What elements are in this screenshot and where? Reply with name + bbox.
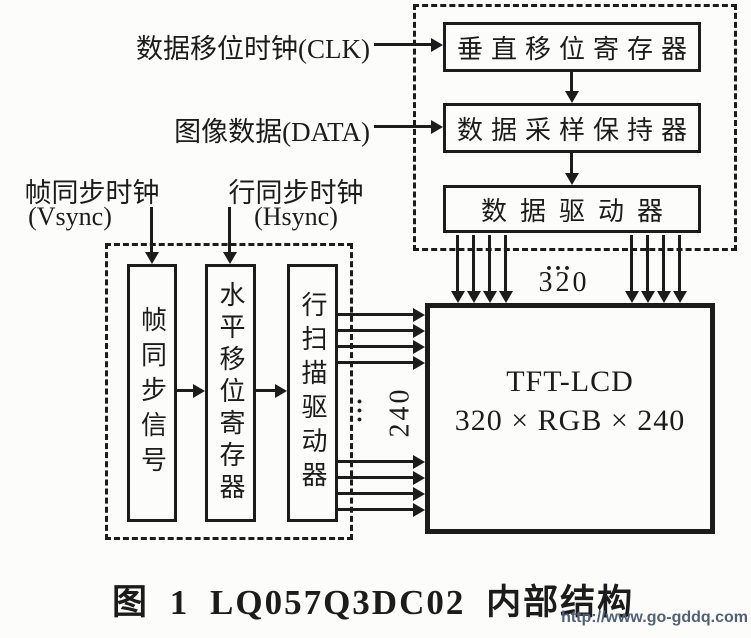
row-scan-driver-box: 行扫描驱动器 bbox=[287, 264, 338, 522]
data-input-label: 图像数据(DATA) bbox=[174, 117, 370, 147]
column-line-arrow bbox=[662, 235, 665, 291]
clk-input-label: 数据移位时钟(CLK) bbox=[136, 34, 370, 64]
row-line-arrow bbox=[338, 460, 413, 463]
column-line-arrow bbox=[472, 235, 475, 291]
vsync-arrow bbox=[150, 207, 153, 252]
frame-to-shift-arrow bbox=[177, 389, 193, 392]
vsync-label: 帧同步时钟 bbox=[24, 178, 160, 208]
vsync-sub-label: (Vsync) bbox=[28, 202, 112, 231]
figure-caption: 图 1 LQ057Q3DC02 内部结构 bbox=[112, 583, 635, 622]
column-line-arrow bbox=[678, 235, 681, 291]
column-line-arrow bbox=[456, 235, 459, 291]
hsync-arrow bbox=[228, 207, 231, 252]
tft-lcd-panel: TFT-LCD 320 × RGB × 240 bbox=[425, 303, 715, 534]
clk-arrow bbox=[374, 43, 431, 46]
data-driver-box: 数据驱动器 bbox=[443, 185, 701, 233]
row-line-arrow bbox=[338, 313, 413, 316]
tft-lcd-title: TFT-LCD bbox=[506, 364, 634, 398]
sample-hold-box: 数据采样保持器 bbox=[443, 103, 701, 153]
row-line-arrow bbox=[338, 345, 413, 348]
column-line-arrow bbox=[488, 235, 491, 291]
row-line-arrow bbox=[338, 476, 413, 479]
row-line-arrow bbox=[338, 361, 413, 364]
vertical-shift-register-box: 垂直移位寄存器 bbox=[443, 22, 701, 72]
hsync-label: 行同步时钟 bbox=[228, 178, 364, 208]
data-arrow bbox=[374, 125, 431, 128]
watermark-url: http://www.go-gddq.com bbox=[561, 609, 748, 626]
row-count-label: 240 bbox=[384, 386, 415, 438]
row-ellipsis: ... bbox=[351, 398, 377, 426]
row-line-arrow bbox=[338, 492, 413, 495]
column-line-arrow bbox=[646, 235, 649, 291]
tft-lcd-resolution: 320 × RGB × 240 bbox=[454, 403, 686, 437]
row-line-arrow bbox=[338, 508, 413, 511]
column-line-arrow bbox=[504, 235, 507, 291]
column-count-label: 320 bbox=[538, 267, 590, 298]
frame-sync-signal-box: 帧同步信号 bbox=[127, 264, 177, 522]
row-line-arrow bbox=[338, 329, 413, 332]
hsync-sub-label: (Hsync) bbox=[254, 202, 338, 231]
horizontal-shift-register-box: 水平移位寄存器 bbox=[205, 264, 256, 522]
column-line-arrow bbox=[630, 235, 633, 291]
shift-to-sample-arrow bbox=[570, 72, 573, 91]
shift-to-scan-arrow bbox=[256, 389, 275, 392]
sample-to-driver-arrow bbox=[570, 153, 573, 173]
